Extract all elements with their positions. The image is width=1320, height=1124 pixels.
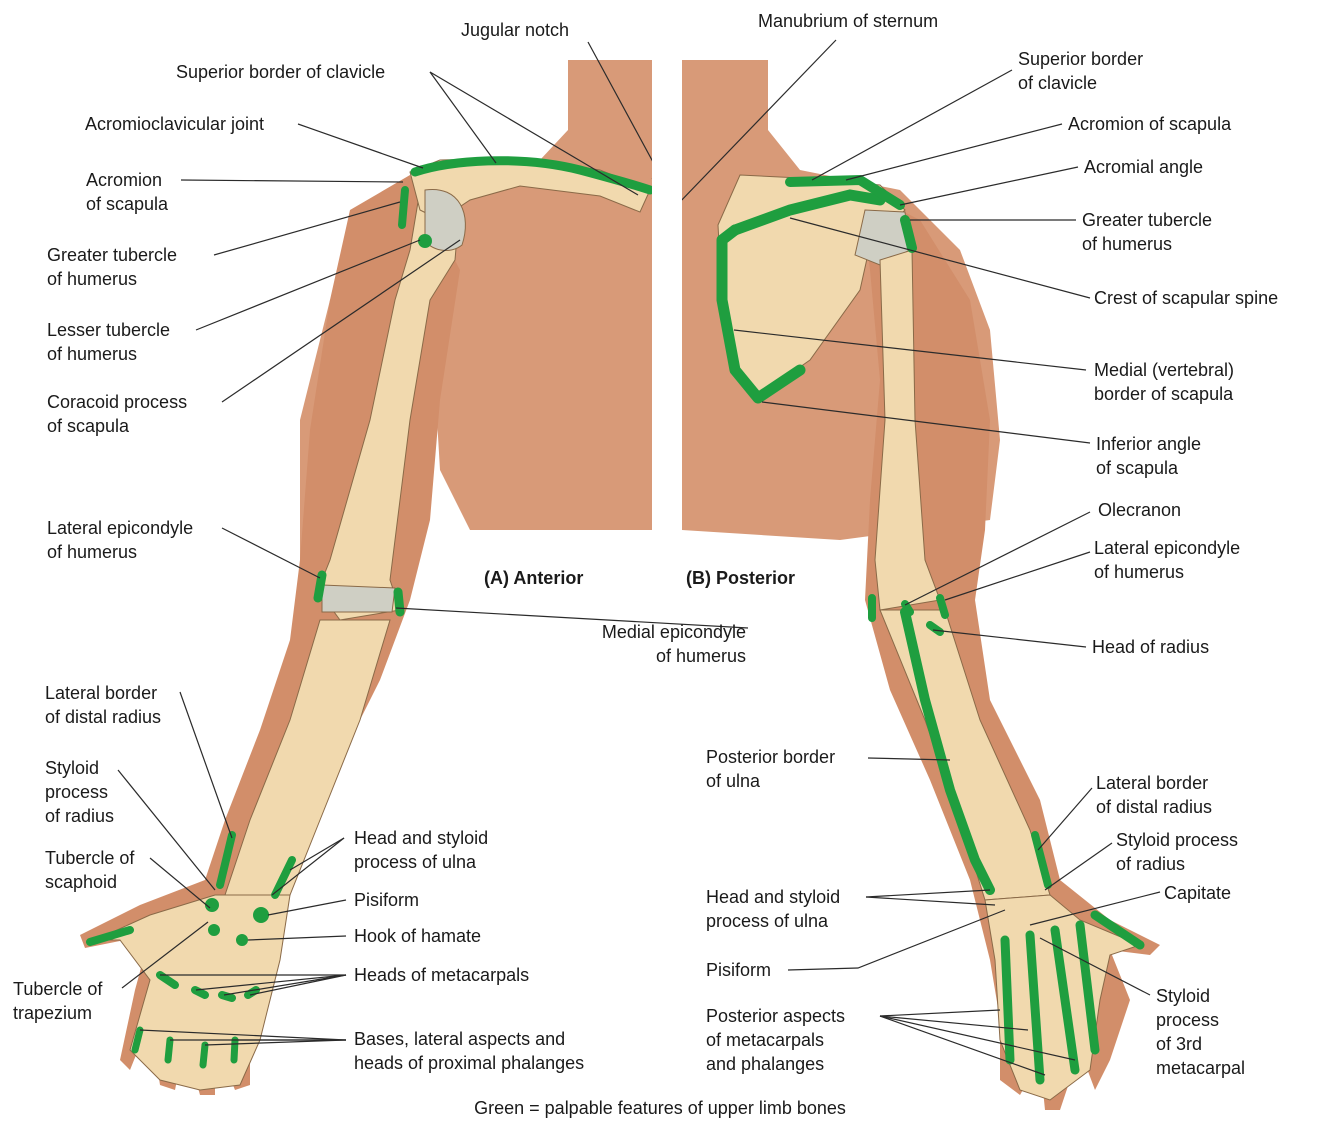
label-hook-hamate: Hook of hamate xyxy=(354,924,481,948)
label-head-styloid-ulna-a: Head and styloid process of ulna xyxy=(354,826,488,874)
view-title-posterior: (B) Posterior xyxy=(686,568,795,589)
label-acromioclavicular-joint: Acromioclavicular joint xyxy=(85,112,264,136)
label-medial-border: Medial (vertebral) border of scapula xyxy=(1094,358,1234,406)
label-acromial-angle: Acromial angle xyxy=(1084,155,1203,179)
label-manubrium: Manubrium of sternum xyxy=(758,9,938,33)
label-lateral-border-radius-a: Lateral border of distal radius xyxy=(45,681,161,729)
label-posterior-border-ulna: Posterior border of ulna xyxy=(706,745,835,793)
label-pisiform-b: Pisiform xyxy=(706,958,771,982)
label-head-radius: Head of radius xyxy=(1092,635,1209,659)
label-pisiform-a: Pisiform xyxy=(354,888,419,912)
label-lateral-border-radius-b: Lateral border of distal radius xyxy=(1096,771,1212,819)
label-tubercle-scaphoid: Tubercle of scaphoid xyxy=(45,846,134,894)
label-olecranon: Olecranon xyxy=(1098,498,1181,522)
label-lesser-tubercle: Lesser tubercle of humerus xyxy=(47,318,170,366)
label-crest-spine: Crest of scapular spine xyxy=(1094,286,1278,310)
label-tubercle-trapezium: Tubercle of trapezium xyxy=(13,977,102,1025)
label-greater-tubercle-b: Greater tubercle of humerus xyxy=(1082,208,1212,256)
label-heads-metacarpals: Heads of metacarpals xyxy=(354,963,529,987)
label-lateral-epicondyle-b: Lateral epicondyle of humerus xyxy=(1094,536,1240,584)
anterior-elbow-joint xyxy=(322,585,395,612)
legend-caption: Green = palpable features of upper limb … xyxy=(0,1098,1320,1119)
label-capitate: Capitate xyxy=(1164,881,1231,905)
label-jugular-notch: Jugular notch xyxy=(461,18,569,42)
label-medial-epicondyle: Medial epicondyle of humerus xyxy=(560,620,746,668)
label-acromion-b: Acromion of scapula xyxy=(1068,112,1231,136)
label-superior-border-clavicle-b: Superior border of clavicle xyxy=(1018,47,1143,95)
anterior-acromion-palpable xyxy=(402,190,405,225)
label-head-styloid-ulna-b: Head and styloid process of ulna xyxy=(706,885,840,933)
label-styloid-radius-b: Styloid process of radius xyxy=(1116,828,1238,876)
label-bases-phalanges: Bases, lateral aspects and heads of prox… xyxy=(354,1027,584,1075)
label-lateral-epicondyle-a: Lateral epicondyle of humerus xyxy=(47,516,193,564)
label-posterior-metacarpals: Posterior aspects of metacarpals and pha… xyxy=(706,1004,845,1076)
label-superior-border-clavicle-a: Superior border of clavicle xyxy=(176,60,385,84)
label-styloid-3rd-metacarpal: Styloid process of 3rd metacarpal xyxy=(1156,984,1245,1080)
view-title-anterior: (A) Anterior xyxy=(484,568,583,589)
label-styloid-radius-a: Styloid process of radius xyxy=(45,756,114,828)
anterior-lesser-tubercle-palpable xyxy=(418,234,432,248)
label-greater-tubercle-a: Greater tubercle of humerus xyxy=(47,243,177,291)
label-inferior-angle: Inferior angle of scapula xyxy=(1096,432,1201,480)
label-acromion-a: Acromion of scapula xyxy=(86,168,168,216)
label-coracoid-process: Coracoid process of scapula xyxy=(47,390,187,438)
